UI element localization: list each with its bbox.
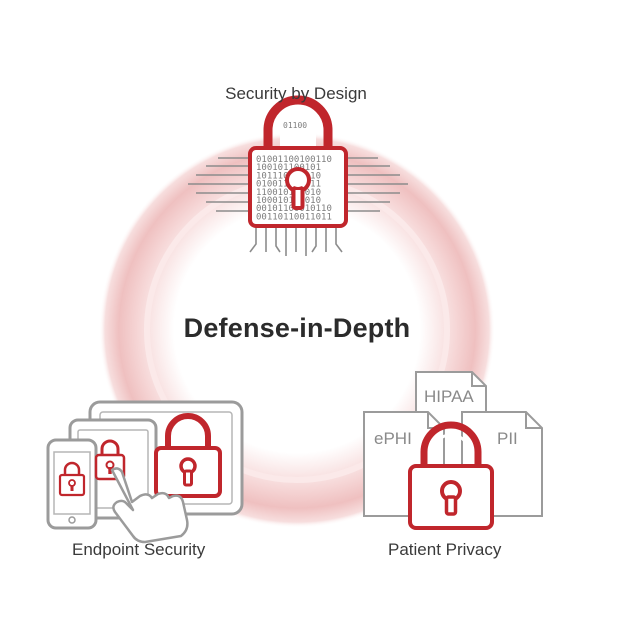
binary-row: 01001100100110 <box>256 155 332 165</box>
endpoint-security-label: Endpoint Security <box>72 540 206 559</box>
binary-row: 100101100101 <box>256 163 321 173</box>
documents-padlock-icon: HIPAA ePHI PII <box>363 371 543 530</box>
doc-label-pii: PII <box>497 429 518 448</box>
security-by-design-label: Security by Design <box>225 84 367 103</box>
doc-label-hipaa: HIPAA <box>424 387 474 406</box>
doc-label-ephi: ePHI <box>374 429 412 448</box>
svg-text:01100: 01100 <box>283 121 307 130</box>
patient-privacy-label: Patient Privacy <box>388 540 502 559</box>
binary-padlock-icon: 0100110010011010010110010110111010111001… <box>188 95 408 256</box>
binary-row: 100010100010 <box>256 196 321 206</box>
binary-row: 110010110010 <box>256 188 321 198</box>
binary-row: 00110110011011 <box>256 212 332 222</box>
defense-in-depth-title: Defense-in-Depth <box>183 313 411 343</box>
devices-padlock-icon <box>46 400 244 544</box>
